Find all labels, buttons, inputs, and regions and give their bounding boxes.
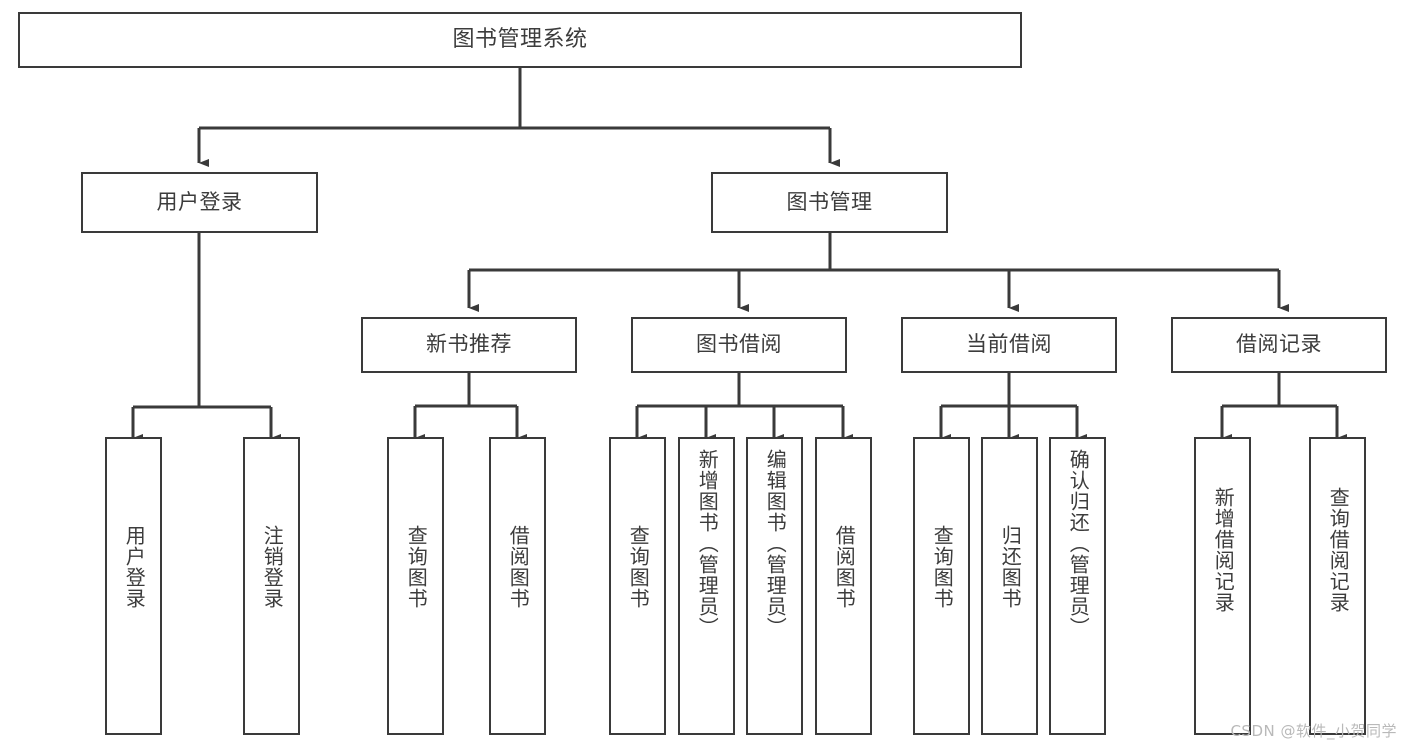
node-book-borrow[interactable]: 图书借阅 [631,317,847,373]
leaf-logout-login[interactable]: 注销登录 [243,437,300,735]
node-label: 图书借阅 [696,332,782,357]
leaf-return-book[interactable]: 归还图书 [981,437,1038,735]
leaf-query-book-1[interactable]: 查询图书 [387,437,444,735]
node-label: 新增图书（管理员） [695,449,720,638]
node-label: 查询图书 [626,525,651,609]
node-label: 用户登录 [156,189,243,214]
leaf-query-book-3[interactable]: 查询图书 [913,437,970,735]
node-label: 查询图书 [404,525,429,609]
node-label: 编辑图书（管理员） [763,449,788,638]
node-label: 当前借阅 [966,332,1052,357]
node-label: 归还图书 [998,525,1023,609]
leaf-add-borrow-record[interactable]: 新增借阅记录 [1194,437,1251,735]
node-label: 新书推荐 [426,332,512,357]
leaf-borrow-book-1[interactable]: 借阅图书 [489,437,546,735]
node-label: 确认归还（管理员） [1066,449,1091,638]
node-label: 查询图书 [930,525,955,609]
node-label: 用户登录 [122,525,147,609]
leaf-confirm-return-admin[interactable]: 确认归还（管理员） [1049,437,1106,735]
node-label: 查询借阅记录 [1326,487,1351,613]
watermark-text: CSDN @软件_小贺同学 [1230,722,1397,740]
leaf-query-book-2[interactable]: 查询图书 [609,437,666,735]
node-label: 借阅图书 [506,525,531,609]
leaf-user-login[interactable]: 用户登录 [105,437,162,735]
node-label: 图书管理 [786,189,873,214]
node-label: 借阅记录 [1236,332,1322,357]
node-book-manage[interactable]: 图书管理 [711,172,948,233]
node-label: 图书管理系统 [452,26,588,52]
leaf-add-book-admin[interactable]: 新增图书（管理员） [678,437,735,735]
node-user-login[interactable]: 用户登录 [81,172,318,233]
leaf-query-borrow-record[interactable]: 查询借阅记录 [1309,437,1366,735]
node-root-system[interactable]: 图书管理系统 [18,12,1022,68]
leaf-edit-book-admin[interactable]: 编辑图书（管理员） [746,437,803,735]
node-borrow-record[interactable]: 借阅记录 [1171,317,1387,373]
node-label: 新增借阅记录 [1211,487,1236,613]
node-label: 注销登录 [260,525,285,609]
leaf-borrow-book-2[interactable]: 借阅图书 [815,437,872,735]
node-new-book-recommend[interactable]: 新书推荐 [361,317,577,373]
node-current-borrow[interactable]: 当前借阅 [901,317,1117,373]
node-label: 借阅图书 [832,525,857,609]
